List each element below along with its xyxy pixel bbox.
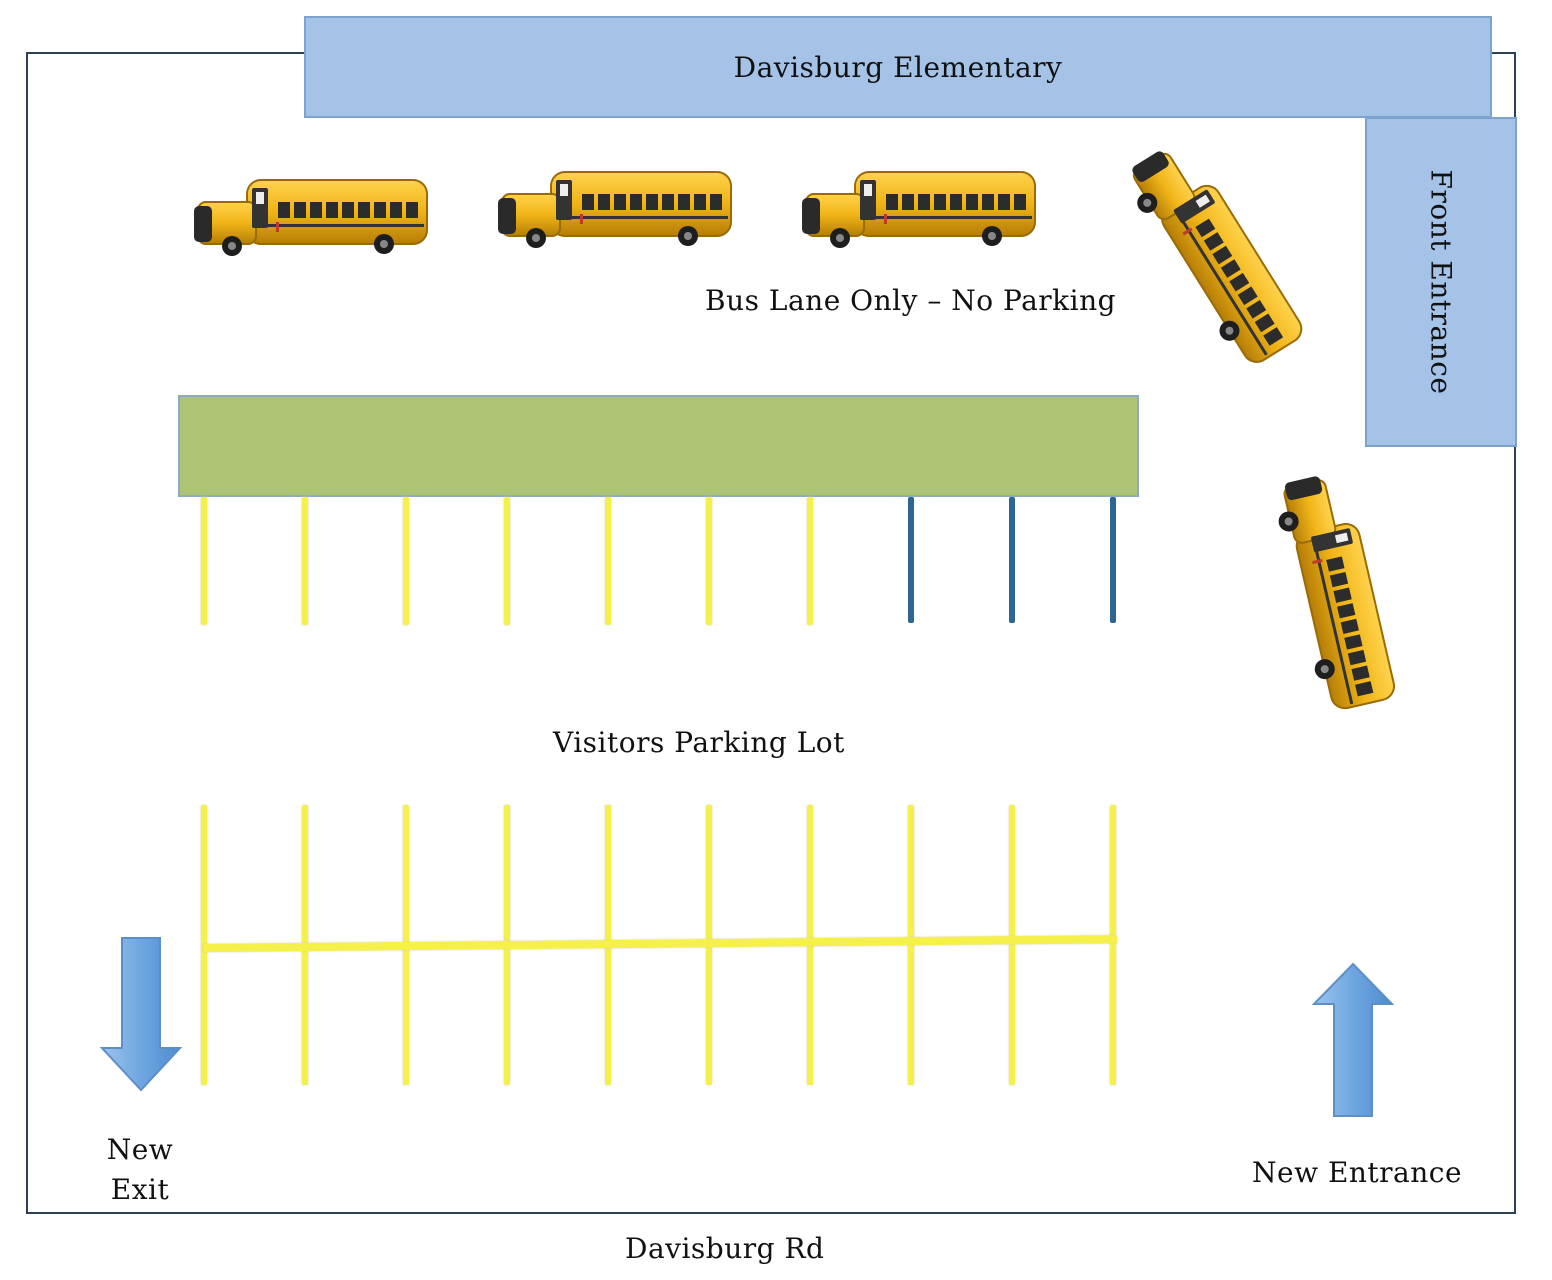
school-name-label: Davisburg Elementary <box>733 50 1063 84</box>
new-exit-label-line2: Exit <box>110 1173 170 1206</box>
building-front-wing <box>1365 117 1517 447</box>
parking-stripe <box>504 497 510 625</box>
parking-stripe <box>1009 805 1015 1085</box>
school-bus-icon <box>193 179 428 257</box>
arrow-down-icon <box>100 937 182 1092</box>
school-bus-icon <box>497 171 732 249</box>
bus-lane-label: Bus Lane Only – No Parking <box>705 284 1117 317</box>
new-exit-label-line1: New <box>106 1133 174 1166</box>
new-entrance-label: New Entrance <box>1252 1156 1463 1189</box>
arrow-up-icon <box>1312 962 1394 1117</box>
parking-stripe <box>403 497 409 625</box>
parking-stripe <box>1110 805 1116 1085</box>
parking-median <box>178 395 1139 497</box>
accessible-parking-stripe <box>908 497 914 623</box>
parking-stripe <box>302 497 308 625</box>
parking-stripe <box>605 497 611 625</box>
visitors-lot-label: Visitors Parking Lot <box>553 726 845 759</box>
accessible-parking-stripe <box>1110 497 1116 623</box>
parking-stripe <box>201 497 207 625</box>
front-entrance-label: Front Entrance <box>1424 169 1458 395</box>
new-exit-label: New Exit <box>107 1130 174 1210</box>
school-bus-icon <box>801 171 1036 249</box>
accessible-parking-stripe <box>1009 497 1015 623</box>
school-building: Davisburg Elementary <box>304 16 1492 118</box>
parking-stripe <box>706 497 712 625</box>
parking-stripe <box>807 497 813 625</box>
road-label: Davisburg Rd <box>625 1232 825 1265</box>
